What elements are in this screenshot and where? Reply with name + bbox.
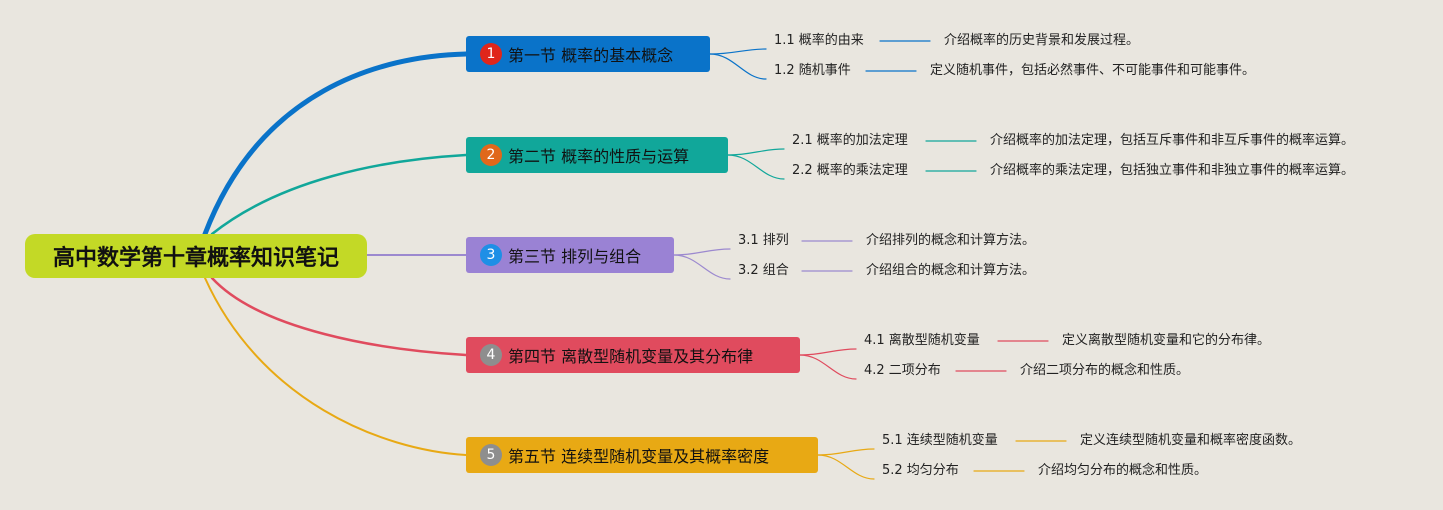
section-5-number-badge: 5 [480,444,502,466]
section-1-number-badge: 1 [480,43,502,65]
sub-branch-line-2-2 [727,154,785,180]
sub-branch-line-2-1 [727,148,785,156]
section-4-number-badge: 4 [480,344,502,366]
section-3-number-badge: 3 [480,244,502,266]
branch-line-1 [202,51,469,237]
subtopic-1-1-label[interactable]: 1.1 概率的由来 [774,33,864,48]
sub-branch-line-4-1 [799,348,857,356]
sub-branch-line-4-2 [799,354,857,380]
subtopic-1-1-description[interactable]: 介绍概率的历史背景和发展过程。 [944,33,1140,48]
subtopic-1-2-description[interactable]: 定义随机事件，包括必然事件、不可能事件和可能事件。 [930,63,1256,78]
branch-line-4 [210,276,468,357]
section-4-topic[interactable]: 4 第四节 离散型随机变量及其分布律 [466,337,800,373]
subtopic-1-2-label[interactable]: 1.2 随机事件 [774,63,851,78]
section-4-title: 第四节 离散型随机变量及其分布律 [508,347,754,366]
subtopic-4-2-description[interactable]: 介绍二项分布的概念和性质。 [1020,363,1190,378]
branch-line-2 [210,153,468,236]
subtopic-4-1-description[interactable]: 定义离散型随机变量和它的分布律。 [1062,333,1271,348]
branch-line-5 [204,277,467,456]
subtopic-3-1-description[interactable]: 介绍排列的概念和计算方法。 [866,233,1036,248]
section-1-topic[interactable]: 1 第一节 概率的基本概念 [466,36,710,72]
section-2-number-badge: 2 [480,144,502,166]
sub-branch-line-1-2 [709,53,767,80]
section-1-title: 第一节 概率的基本概念 [508,46,674,65]
subtopic-5-1-description[interactable]: 定义连续型随机变量和概率密度函数。 [1080,433,1302,448]
subtopic-2-1-label[interactable]: 2.1 概率的加法定理 [792,133,908,148]
sub-branch-line-3-1 [673,248,731,256]
subtopic-4-1-label[interactable]: 4.1 离散型随机变量 [864,333,980,348]
subtopic-3-2-label[interactable]: 3.2 组合 [738,263,789,278]
subtopic-3-1-label[interactable]: 3.1 排列 [738,233,789,248]
sub-branch-line-5-1 [817,448,875,456]
subtopic-3-2-description[interactable]: 介绍组合的概念和计算方法。 [866,263,1036,278]
subtopic-2-2-description[interactable]: 介绍概率的乘法定理，包括独立事件和非独立事件的概率运算。 [990,163,1355,178]
subtopic-5-1-label[interactable]: 5.1 连续型随机变量 [882,433,998,448]
sub-branch-line-5-2 [817,454,875,480]
section-2-topic[interactable]: 2 第二节 概率的性质与运算 [466,137,728,173]
sub-branch-line-1-1 [709,48,767,55]
section-3-title: 第三节 排列与组合 [508,247,642,266]
subtopic-4-2-label[interactable]: 4.2 二项分布 [864,363,941,378]
subtopic-5-2-description[interactable]: 介绍均匀分布的概念和性质。 [1038,463,1208,478]
section-5-title: 第五节 连续型随机变量及其概率密度 [508,447,770,466]
root-topic[interactable]: 高中数学第十章概率知识笔记 [25,234,367,278]
subtopic-2-1-description[interactable]: 介绍概率的加法定理，包括互斥事件和非互斥事件的概率运算。 [990,133,1355,148]
section-3-topic[interactable]: 3 第三节 排列与组合 [466,237,674,273]
section-5-topic[interactable]: 5 第五节 连续型随机变量及其概率密度 [466,437,818,473]
subtopic-5-2-label[interactable]: 5.2 均匀分布 [882,463,959,478]
section-2-title: 第二节 概率的性质与运算 [508,147,690,166]
sub-branch-line-3-2 [673,254,731,280]
subtopic-2-2-label[interactable]: 2.2 概率的乘法定理 [792,163,908,178]
